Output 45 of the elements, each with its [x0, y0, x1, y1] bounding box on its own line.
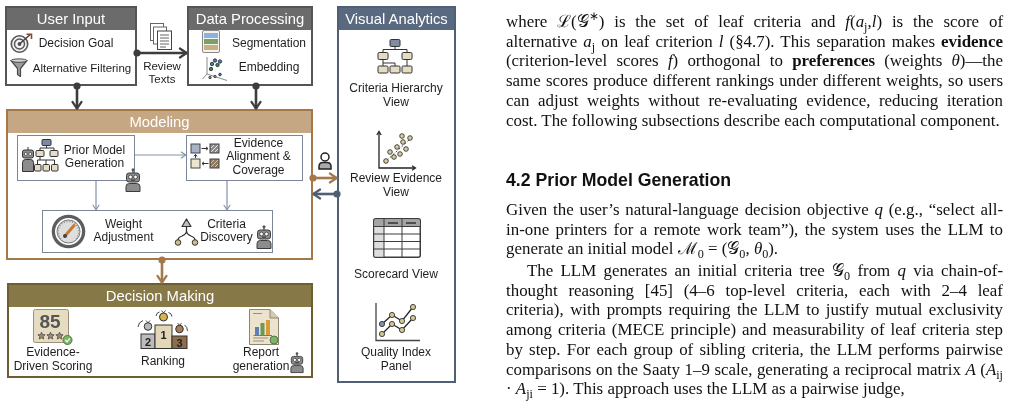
arrow	[92, 180, 100, 211]
section-panel	[5, 6, 137, 86]
view-label: Scorecard View	[353, 268, 439, 282]
section-panel	[337, 6, 456, 383]
item-label: Evidence-Driven Scoring	[13, 346, 93, 374]
rank-number: 2	[144, 336, 152, 348]
process-label: Evidence Alignment & Coverage	[225, 136, 292, 179]
item-label: Alternative Filtering	[32, 61, 132, 75]
panel-header: User Input	[7, 8, 135, 30]
process-box	[42, 210, 273, 253]
arrow	[223, 180, 231, 211]
view-label: Quality Index Panel	[360, 346, 432, 374]
rank-number: 1	[159, 329, 168, 341]
arrow	[250, 82, 262, 110]
arrow	[134, 151, 187, 159]
section-panel	[187, 6, 313, 86]
section-panel	[7, 283, 313, 378]
body-paragraph: Given the user’s natural-language decision objective q (e.g., “select all-in-one printers for a remote work team”), the system uses the LLM to generate an initial model ℳ$_{0}$ = (𝒢$_{0}$, θ$_{0}$).	[506, 200, 1003, 260]
body-paragraph: where ℒ(𝒢$^{∗}$) is the set of leaf criteria and f(a$_{j}$,l) is the score of alternative a$_{j}$ on leaf criterion l (§4.7). This separation makes evidence (criterion-level scores f) orthogonal to preferences (weights θ)—the same scores produce different rankings under different weights, so users can adjust weights without re-evaluating evidence, reducing iteration cost. The following subsections describe each computational component.	[506, 12, 1003, 131]
section-heading: 4.2 Prior Model Generation	[506, 170, 732, 190]
panel-header: Visual Analytics	[339, 8, 454, 30]
item-label: Segmentation	[231, 37, 307, 51]
arrow	[156, 256, 168, 284]
view-label: Criteria Hierarchy View	[348, 82, 444, 110]
panel-header: Decision Making	[9, 285, 311, 307]
process-label: Prior Model Generation	[63, 143, 126, 172]
view-label: Review Evidence View	[349, 172, 443, 200]
item-label: Criteria Discovery	[199, 217, 254, 246]
item-label: Weight Adjustment	[92, 217, 155, 246]
arrow	[309, 172, 338, 184]
arrow	[312, 188, 341, 200]
panel-header: Data Processing	[189, 8, 311, 30]
panel-header: Modeling	[8, 111, 311, 133]
process-box	[17, 135, 135, 181]
item-label: Decision Goal	[38, 37, 114, 51]
body-paragraph: The LLM generates an initial criteria tree 𝒢$_{0}$ from q via chain-of-thought reasoning [45] (4–6 top-level criteria, each with 2–4 leaf criteria), with prompts requiring the LLM to justify mutual exclusivity among criteria (MECE principle) and measurability of leaf criteria step by step. For each group of sibling criteria, the LLM performs pairwise comparisons on the Saaty 1–9 scale, generating a reciprocal matrix A (A$_{ij}$ · A$_{ji}$ = 1). This approach uses the LLM as a pairwise judge,	[506, 261, 1003, 399]
rank-number: 3	[175, 337, 184, 349]
score-number: 85	[38, 311, 62, 331]
item-label: Embedding	[238, 61, 300, 75]
item-label: Ranking	[140, 355, 186, 369]
arrow	[133, 47, 188, 59]
item-label: Report generation	[232, 346, 290, 374]
process-box	[186, 135, 303, 181]
section-panel	[6, 109, 313, 260]
arrow	[71, 82, 83, 110]
